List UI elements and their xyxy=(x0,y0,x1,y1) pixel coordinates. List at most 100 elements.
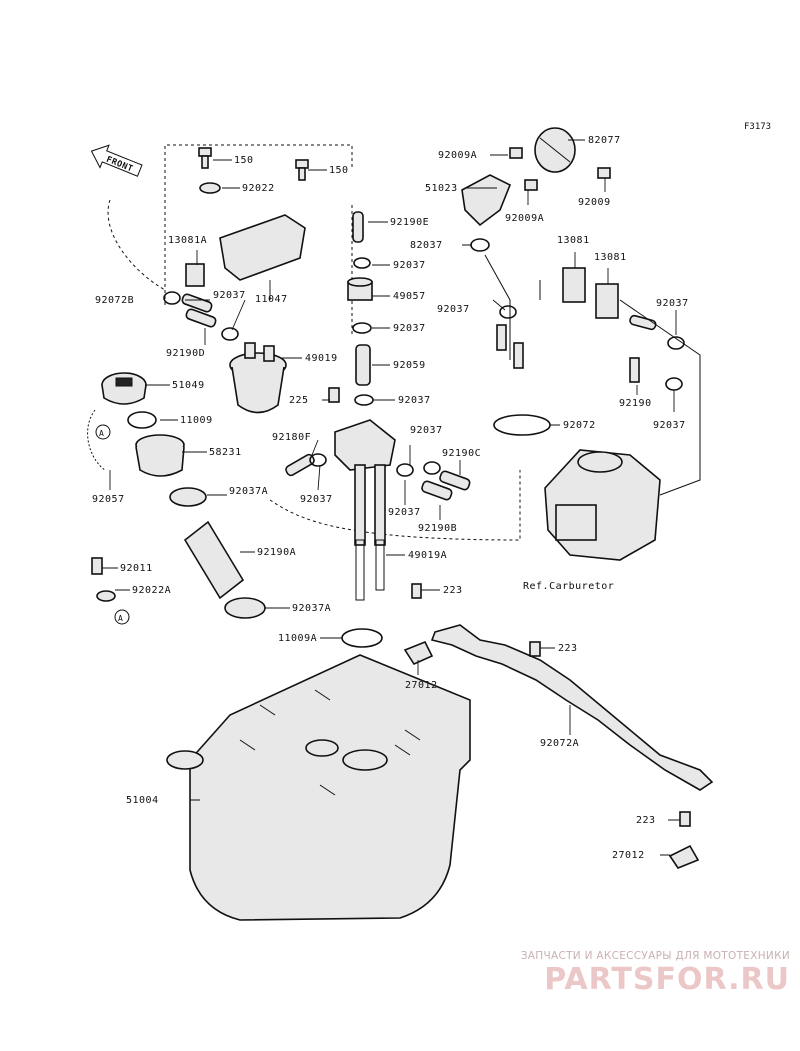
label-92037-c: 92037 xyxy=(393,323,426,334)
bracket-27012-a xyxy=(403,640,434,666)
label-82037: 82037 xyxy=(410,240,443,251)
bracket-27012-b xyxy=(668,844,700,869)
clamp-13081-b xyxy=(595,283,619,319)
label-92190D: 92190D xyxy=(166,348,205,359)
label-92009A-top: 92009A xyxy=(438,150,477,161)
bolt-225 xyxy=(328,387,340,403)
clamp-13081-a xyxy=(562,267,586,303)
label-11047: 11047 xyxy=(255,294,288,305)
hose-92190E xyxy=(352,211,364,243)
label-92190A: 92190A xyxy=(257,547,296,558)
gasket-11009A xyxy=(341,628,383,648)
label-92190: 92190 xyxy=(619,398,652,409)
bolt-92009 xyxy=(597,167,611,179)
hose-92190D-a xyxy=(181,293,213,313)
label-ref-carburetor: Ref.Carburetor xyxy=(523,581,614,592)
washer-92022 xyxy=(199,182,221,194)
gasket-11009 xyxy=(127,411,157,429)
clip-92037-f xyxy=(396,463,414,477)
label-92009: 92009 xyxy=(578,197,611,208)
clip-92037-a xyxy=(221,327,239,341)
bolt-92009A-bottom xyxy=(524,179,538,191)
label-92037-b: 92037 xyxy=(393,260,426,271)
label-49019: 49019 xyxy=(305,353,338,364)
vent-hose xyxy=(484,254,511,360)
hose-92190D-b xyxy=(185,308,217,328)
fuel-cock xyxy=(334,419,396,601)
label-58231: 58231 xyxy=(209,447,242,458)
label-92072B: 92072B xyxy=(95,295,134,306)
clip-92037-c xyxy=(352,322,372,334)
hose-short-a xyxy=(496,324,507,351)
label-92009A-bottom: 92009A xyxy=(505,213,544,224)
label-51004: 51004 xyxy=(126,795,159,806)
fuel-cap-51049 xyxy=(101,372,147,405)
label-92011: 92011 xyxy=(120,563,153,574)
label-49057: 49057 xyxy=(393,291,426,302)
hose-92059 xyxy=(355,344,371,386)
hose-92190A xyxy=(183,520,245,600)
label-27012-a: 27012 xyxy=(405,680,438,691)
callout-a-bottom xyxy=(114,609,130,625)
clip-92037-d xyxy=(354,394,374,406)
strap-92072A xyxy=(430,624,714,791)
clip-92037-i xyxy=(667,336,685,350)
label-92180F: 92180F xyxy=(272,432,311,443)
label-11009A: 11009A xyxy=(278,633,317,644)
hose-92190C xyxy=(439,470,471,491)
hose-92190-b xyxy=(629,357,640,383)
hose-short-b xyxy=(513,342,524,369)
filler-neck-58231 xyxy=(135,434,185,477)
label-51023: 51023 xyxy=(425,183,458,194)
label-92190C: 92190C xyxy=(442,448,481,459)
label-92022A: 92022A xyxy=(132,585,171,596)
watermark-brand: PARTSFOR.RU xyxy=(544,962,790,997)
callout-a-top xyxy=(95,424,111,440)
label-82077: 82077 xyxy=(588,135,621,146)
label-92037-i: 92037 xyxy=(656,298,689,309)
label-92037-j: 92037 xyxy=(653,420,686,431)
label-92037-h: 92037 xyxy=(437,304,470,315)
clamp-92037A-bottom xyxy=(224,597,266,619)
label-92022: 92022 xyxy=(242,183,275,194)
label-92190B: 92190B xyxy=(418,523,457,534)
label-92037-a: 92037 xyxy=(213,290,246,301)
fuel-filter-49019 xyxy=(229,342,287,414)
bolt-223-c xyxy=(679,811,691,827)
label-223-c: 223 xyxy=(636,815,656,826)
clamp-92072 xyxy=(493,414,551,436)
clamp-13081A xyxy=(185,263,205,287)
watermark-tagline: ЗАПЧАСТИ И АКСЕССУАРЫ ДЛЯ МОТОТЕХНИКИ xyxy=(520,950,790,962)
line-to-carb xyxy=(539,280,701,496)
callout-a-bottom-label: A xyxy=(118,614,123,623)
strap-92057 xyxy=(87,409,106,471)
washer-92022A xyxy=(96,590,116,602)
label-92190E: 92190E xyxy=(390,217,429,228)
hose-92180F xyxy=(285,453,315,477)
label-92037-f: 92037 xyxy=(410,425,443,436)
label-92037-g: 92037 xyxy=(388,507,421,518)
carburetor-ref xyxy=(544,449,661,561)
clip-92037-b xyxy=(353,257,371,269)
label-51049: 51049 xyxy=(172,380,205,391)
label-13081-a: 13081 xyxy=(557,235,590,246)
callout-a-top-label: A xyxy=(99,429,104,438)
fuel-tank-51004 xyxy=(166,654,471,921)
label-49019A: 49019A xyxy=(408,550,447,561)
bolt-92009A-top xyxy=(509,147,523,159)
label-92037-d: 92037 xyxy=(398,395,431,406)
clip-92037-g xyxy=(423,461,441,475)
diagram-code: F3173 xyxy=(744,122,772,132)
label-27012-b: 27012 xyxy=(612,850,645,861)
bolt-223-b xyxy=(529,641,541,657)
label-225: 225 xyxy=(289,395,309,406)
label-13081A: 13081A xyxy=(168,235,207,246)
label-92037-e: 92037 xyxy=(300,494,333,505)
label-92059: 92059 xyxy=(393,360,426,371)
label-150-b: 150 xyxy=(329,165,349,176)
bracket-51023 xyxy=(461,174,512,227)
valve-82077 xyxy=(534,127,576,173)
label-92037A-top: 92037A xyxy=(229,486,268,497)
bracket-11047 xyxy=(219,214,306,281)
hose-92190-a xyxy=(629,314,657,331)
